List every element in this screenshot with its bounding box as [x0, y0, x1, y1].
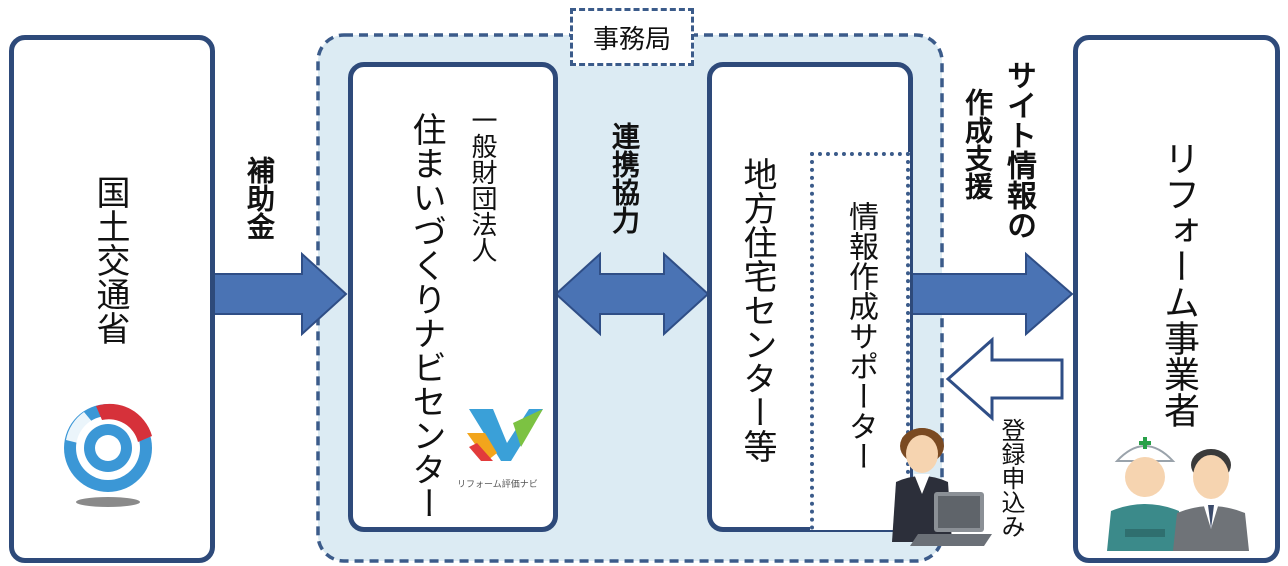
supporter-person-icon — [892, 428, 992, 546]
subsidy-label: 補助金 — [243, 156, 276, 240]
mlit-logo-icon — [64, 403, 152, 507]
mlit-title: 国土交通省 — [90, 175, 130, 345]
registration-label: 登録申込み — [997, 418, 1025, 538]
cooperation-label: 連携協力 — [608, 122, 641, 234]
contractor-title: リフォーム事業者 — [1158, 140, 1199, 428]
navi-org-type: 一般財団法人 — [467, 107, 497, 263]
registration-arrow — [945, 336, 1064, 422]
reform-navi-logo-caption: リフォーム評価ナビ — [457, 480, 538, 490]
supporter-box: 情報作成サポーター — [810, 152, 910, 530]
support-label-line2: 作成支援 — [961, 88, 994, 200]
supporter-name: 情報作成サポーター — [843, 201, 878, 471]
reform-navi-logo-icon — [467, 409, 543, 461]
subsidy-arrow — [211, 251, 348, 337]
support-label-line1: サイト情報の — [1001, 60, 1036, 240]
bureau-label: 事務局 — [592, 24, 671, 55]
contractor-people-icon — [1107, 437, 1249, 551]
contractor-box: リフォーム事業者 — [1073, 35, 1280, 563]
navi-center-name: 住まいづくりナビセンター — [406, 112, 446, 520]
bureau-label-box: 事務局 — [570, 8, 694, 66]
regional-center-name: 地方住宅センター等 — [737, 157, 777, 463]
support-arrow — [911, 251, 1074, 337]
mlit-box: 国土交通省 — [9, 35, 215, 563]
navi-center-box: 一般財団法人 住まいづくりナビセンター リフォーム評価ナビ — [348, 62, 558, 532]
